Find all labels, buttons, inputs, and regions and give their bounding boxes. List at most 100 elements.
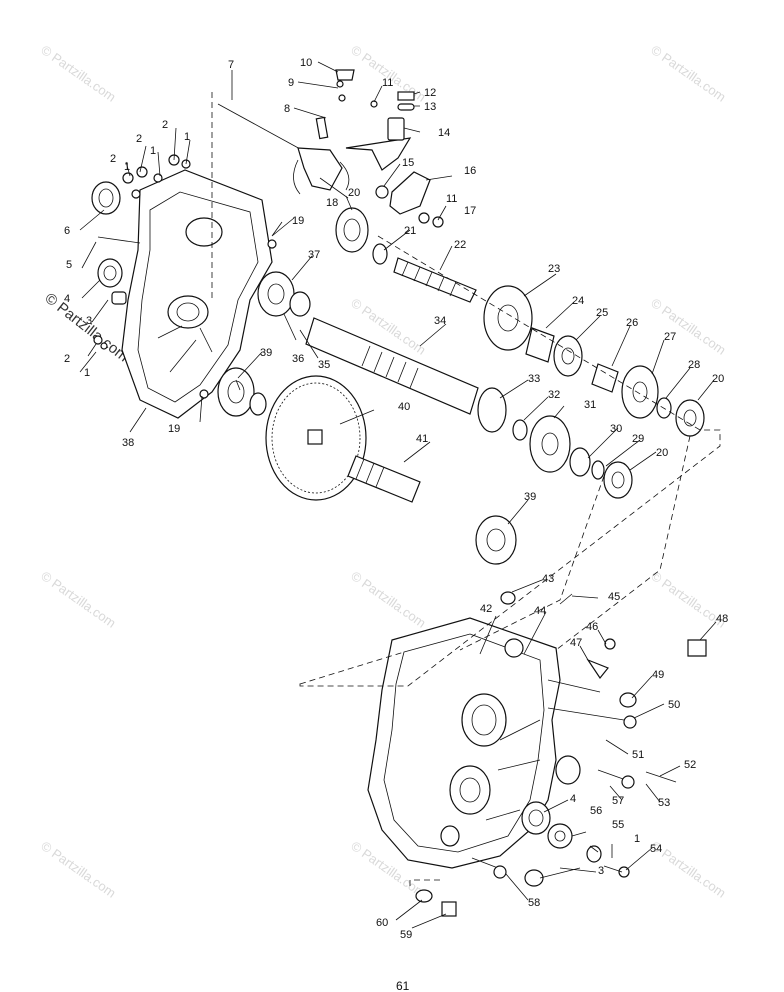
- callout-40: 40: [398, 401, 410, 413]
- callout-2: 2: [64, 353, 70, 365]
- seal-4: [97, 258, 123, 288]
- seal-4b: [521, 801, 551, 835]
- callout-21: 21: [404, 225, 416, 237]
- watermark: © Partzilla.com: [648, 295, 728, 358]
- selector-14: [345, 137, 412, 171]
- plug-48: [687, 639, 707, 657]
- gear-31: [529, 415, 571, 473]
- callout-19: 19: [292, 215, 304, 227]
- leader-lines: [79, 61, 717, 929]
- watermark: © Partzilla.com: [348, 42, 428, 105]
- callout-60: 60: [376, 917, 388, 929]
- callout-16: 16: [464, 165, 476, 177]
- callout-57: 57: [612, 795, 624, 807]
- seal-6: [91, 181, 121, 215]
- callout-11: 11: [446, 193, 457, 205]
- callout-41: 41: [416, 433, 428, 445]
- callout-23: 23: [548, 263, 560, 275]
- callout-17: 17: [464, 205, 476, 217]
- callout-55: 55: [612, 819, 624, 831]
- callout-28: 28: [688, 359, 700, 371]
- callout-54: 54: [650, 843, 662, 855]
- callout-1: 1: [634, 833, 640, 845]
- callout-14: 14: [438, 127, 450, 139]
- callout-8: 8: [284, 103, 290, 115]
- callout-44: 44: [534, 605, 546, 617]
- callout-32: 32: [548, 389, 560, 401]
- callout-19: 19: [168, 423, 180, 435]
- housing-bore-upper: [461, 693, 507, 747]
- callout-6: 6: [64, 225, 70, 237]
- shift-shaft-7: [217, 103, 303, 151]
- callout-3: 3: [598, 865, 604, 877]
- upper-assembly: [91, 69, 705, 565]
- gear-23: [483, 285, 533, 351]
- bushing-24: [525, 327, 555, 363]
- callout-49: 49: [652, 669, 664, 681]
- callout-59: 59: [400, 929, 412, 941]
- callout-18: 18: [326, 197, 338, 209]
- callout-20: 20: [712, 373, 724, 385]
- bolt-59: [441, 901, 457, 917]
- callout-13: 13: [424, 101, 436, 113]
- callout-25: 25: [596, 307, 608, 319]
- lower-assembly: [367, 591, 707, 917]
- callout-4: 4: [64, 293, 70, 305]
- bushing-26: [591, 363, 619, 393]
- gear-33: [477, 387, 507, 433]
- callout-31: 31: [584, 399, 596, 411]
- bolt-58: [471, 857, 499, 869]
- callout-12: 12: [424, 87, 436, 99]
- shaft-22: [393, 257, 477, 303]
- bearing-20c: [603, 461, 633, 499]
- callout-30: 30: [610, 423, 622, 435]
- bolt-50: [547, 707, 625, 721]
- callout-42: 42: [480, 603, 492, 615]
- callout-20: 20: [348, 187, 360, 199]
- callout-labels: 7 10 9 8 11 12 13 14 15 16 11 17 18 20 1…: [64, 57, 728, 941]
- gear-27: [621, 365, 659, 419]
- callout-24: 24: [572, 295, 584, 307]
- bearing-20a: [335, 207, 369, 253]
- shaft-41: [347, 455, 421, 503]
- callout-20: 20: [656, 447, 668, 459]
- callout-2: 2: [162, 119, 168, 131]
- callout-1: 1: [124, 161, 130, 173]
- callout-26: 26: [626, 317, 638, 329]
- callout-43: 43: [542, 573, 554, 585]
- callout-50: 50: [668, 699, 680, 711]
- seal-right-upper: [555, 755, 581, 785]
- callout-39: 39: [260, 347, 272, 359]
- callout-10: 10: [300, 57, 312, 69]
- housing-bore-lower: [449, 765, 491, 815]
- callout-11: 11: [382, 77, 393, 89]
- callout-45: 45: [608, 591, 620, 603]
- callout-48: 48: [716, 613, 728, 625]
- callout-56: 56: [590, 805, 602, 817]
- callout-2: 2: [136, 133, 142, 145]
- callout-1: 1: [150, 145, 156, 157]
- case-cover-left: [121, 169, 273, 419]
- callout-29: 29: [632, 433, 644, 445]
- callout-22: 22: [454, 239, 466, 251]
- cover-boss-lower: [167, 295, 209, 329]
- watermark: © Partzilla.com: [648, 42, 728, 105]
- sprocket-56: [547, 823, 573, 849]
- callout-1: 1: [184, 131, 190, 143]
- mainshaft-34: [305, 317, 479, 415]
- callout-39: 39: [524, 491, 536, 503]
- callout-27: 27: [664, 331, 676, 343]
- callout-38: 38: [122, 437, 134, 449]
- callout-1: 1: [84, 367, 90, 379]
- shift-fork-18: [297, 147, 343, 191]
- callout-51: 51: [632, 749, 644, 761]
- callout-4: 4: [570, 793, 576, 805]
- callout-37: 37: [308, 249, 320, 261]
- bolt-57: [597, 769, 627, 781]
- watermark: © Partzilla.com: [38, 42, 118, 105]
- callout-52: 52: [684, 759, 696, 771]
- case-cover-right: [367, 617, 561, 869]
- stopper-16: [389, 171, 431, 215]
- watermark: © Partzilla.com: [38, 568, 118, 631]
